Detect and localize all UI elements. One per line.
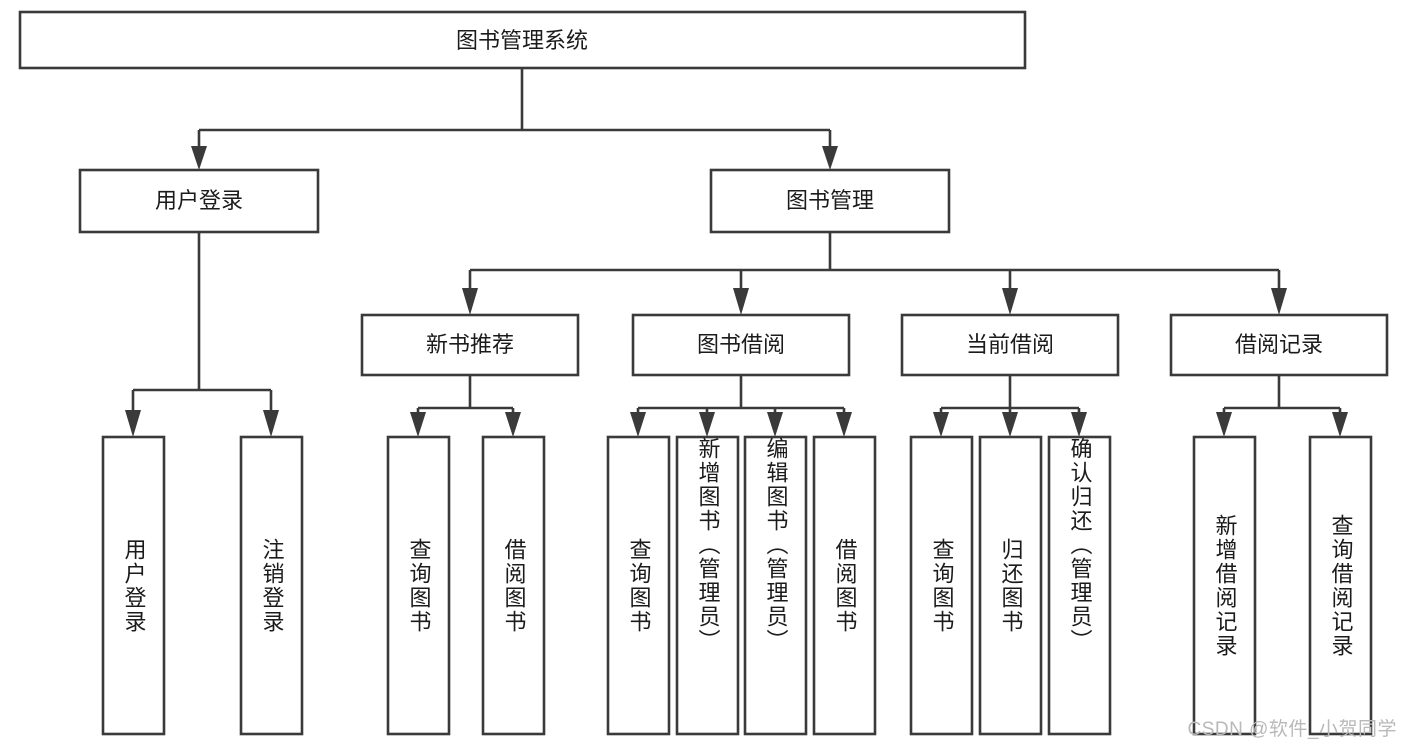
node-leaf-confirm-return-box[interactable] <box>1047 435 1112 736</box>
arrowhead-book-management <box>822 146 838 170</box>
node-book-management-label: 图书管理 <box>786 188 874 213</box>
node-layer: 图书管理系统 用户登录 图书管理 新书推荐 图书借阅 当前借阅 借阅记录 <box>18 10 1389 736</box>
node-root-box[interactable] <box>18 10 1027 70</box>
arrowhead-leaf-add-book <box>699 412 715 437</box>
node-borrow-record-box[interactable] <box>1169 313 1389 377</box>
node-current-borrow-box[interactable] <box>900 313 1120 377</box>
arrowhead-leaf-edit-book <box>767 412 783 437</box>
node-leaf-query-book-1-box[interactable] <box>386 435 451 736</box>
arrowhead-leaf-logout-login <box>263 410 279 437</box>
node-borrow-record-label: 借阅记录 <box>1235 332 1323 357</box>
arrowhead-leaf-query-book-1 <box>410 412 426 437</box>
node-current-borrow-label: 当前借阅 <box>966 332 1054 357</box>
arrowhead-borrow-record <box>1271 288 1287 315</box>
arrowhead-leaf-query-book-2 <box>630 412 646 437</box>
node-new-book-recommend-box[interactable] <box>360 313 580 377</box>
node-user-login-box[interactable] <box>78 168 320 234</box>
node-book-management-box[interactable] <box>709 168 951 234</box>
node-leaf-add-record-box[interactable] <box>1192 435 1257 736</box>
node-book-borrow-box[interactable] <box>631 313 851 377</box>
arrowhead-leaf-query-record <box>1332 412 1348 437</box>
arrowhead-new-book-recommend <box>462 288 478 315</box>
node-leaf-query-book-2-box[interactable] <box>606 435 671 736</box>
arrowhead-leaf-confirm-return <box>1071 412 1087 437</box>
node-new-book-recommend-label: 新书推荐 <box>426 332 514 357</box>
arrowhead-leaf-user-login <box>125 410 141 437</box>
node-leaf-borrow-book-1-box[interactable] <box>481 435 546 736</box>
node-leaf-edit-book-box[interactable] <box>743 435 808 736</box>
arrowhead-book-borrow <box>733 288 749 315</box>
node-leaf-add-book-box[interactable] <box>675 435 740 736</box>
arrowhead-leaf-return-book <box>1002 412 1018 437</box>
arrowhead-leaf-query-book-3 <box>933 412 949 437</box>
node-leaf-borrow-book-2-box[interactable] <box>812 435 877 736</box>
arrowhead-leaf-borrow-book-2 <box>836 412 852 437</box>
node-leaf-user-login-box[interactable] <box>101 435 166 736</box>
connector-layer <box>125 68 1348 437</box>
arrowhead-leaf-add-record <box>1216 412 1232 437</box>
arrowhead-leaf-borrow-book-1 <box>505 412 521 437</box>
arrowhead-current-borrow <box>1002 288 1018 315</box>
node-book-borrow-label: 图书借阅 <box>697 332 785 357</box>
node-leaf-query-book-3-box[interactable] <box>909 435 974 736</box>
node-leaf-logout-login-box[interactable] <box>239 435 304 736</box>
node-root-label: 图书管理系统 <box>456 28 588 53</box>
arrowhead-user-login <box>191 146 207 170</box>
node-leaf-query-record-box[interactable] <box>1308 435 1373 736</box>
node-leaf-return-book-box[interactable] <box>978 435 1043 736</box>
node-user-login-label: 用户登录 <box>155 188 243 213</box>
csdn-watermark: CSDN @软件_小贺同学 <box>1187 719 1397 740</box>
